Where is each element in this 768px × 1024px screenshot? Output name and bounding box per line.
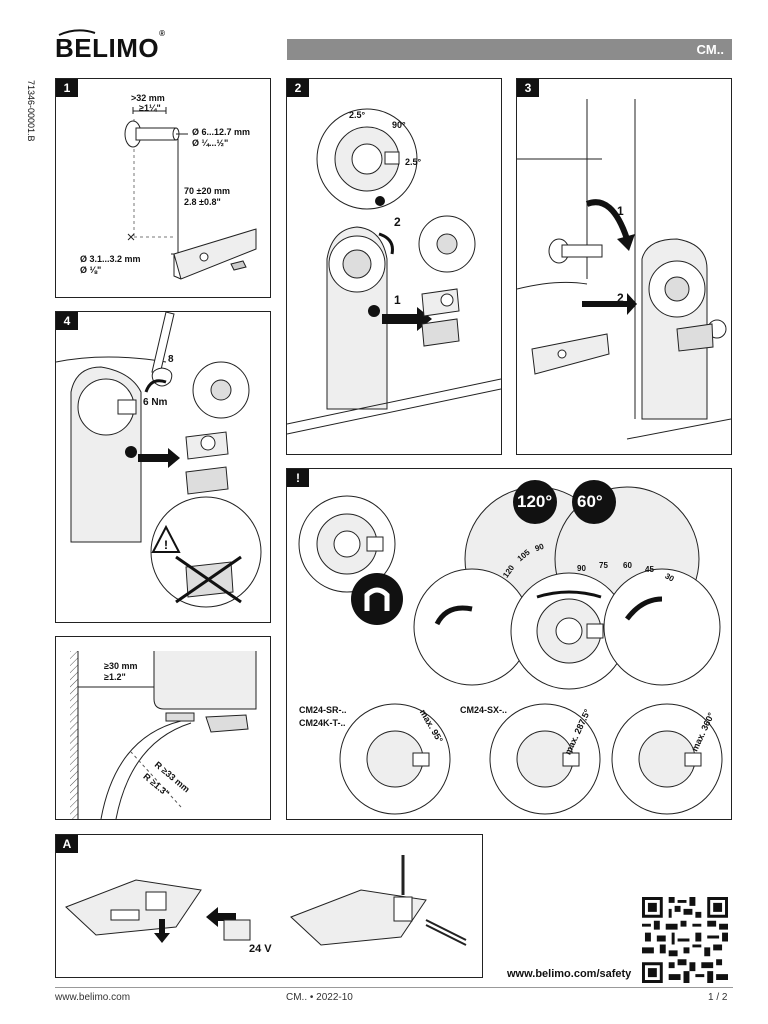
step-1-label: 1 bbox=[617, 204, 624, 218]
dim-length-inch: ≥1¼" bbox=[139, 103, 161, 113]
scale-b-75: 75 bbox=[599, 561, 608, 570]
torque-label: 6 Nm bbox=[143, 397, 168, 408]
mount-on-shaft-illustration bbox=[517, 99, 731, 440]
panel-2-tag: 2 bbox=[287, 79, 309, 97]
shaft-mounting-illustration bbox=[124, 107, 257, 280]
panel-warning-tag: ! bbox=[287, 469, 309, 487]
dim-length: >32 mm bbox=[131, 93, 165, 103]
panel-angle-limit: ! 120° 60° 120 105 90 90 75 60 45 bbox=[286, 468, 732, 820]
footer-doc-ref: CM.. • 2022-10 bbox=[286, 992, 353, 1003]
step-2-label: 2 bbox=[394, 215, 401, 229]
clearance-illustration bbox=[70, 651, 257, 819]
dist-label: ≥30 mm bbox=[104, 661, 138, 671]
scale-b-90: 90 bbox=[577, 564, 586, 573]
dist-label-inch: ≥1.2" bbox=[104, 672, 126, 682]
clamp-adjust-illustration bbox=[287, 108, 501, 435]
panel-3-tag: 3 bbox=[517, 79, 539, 97]
step-1-label: 1 bbox=[394, 293, 401, 307]
panel-1: 1 >32 mm ≥1¼" Ø 6...12.7 mm Ø ¼...½" 70 … bbox=[55, 78, 271, 298]
panel-4: 4 ! 6 Nm 8 bbox=[55, 311, 271, 623]
footer-page-number: 1 / 2 bbox=[708, 992, 728, 1003]
product-bar: CM.. bbox=[287, 39, 732, 60]
angle-limit-illustration bbox=[298, 480, 723, 815]
svg-text:!: ! bbox=[164, 538, 168, 552]
footer-divider bbox=[55, 987, 733, 988]
voltage-label: 24 V bbox=[249, 943, 272, 955]
wiring-illustration bbox=[65, 855, 467, 946]
panel-a: A 24 V bbox=[55, 834, 483, 978]
angle-label-2: 90° bbox=[392, 120, 406, 130]
product-title: CM.. bbox=[696, 42, 724, 57]
angle-label-3: 2.5° bbox=[405, 157, 422, 167]
scale-b-60: 60 bbox=[623, 561, 632, 570]
model-label-kt: CM24K-T-.. bbox=[299, 718, 346, 728]
dim-diameter-inch: Ø ¼...½" bbox=[192, 138, 229, 148]
step-2-label: 2 bbox=[617, 291, 624, 305]
doc-id: 71346-00001.B bbox=[26, 80, 36, 142]
panel-1-tag: 1 bbox=[56, 79, 78, 97]
footer-website-link[interactable]: www.belimo.com bbox=[55, 992, 131, 1003]
dim-height-inch: 2.8 ±0.8" bbox=[184, 197, 221, 207]
dim-diameter: Ø 6...12.7 mm bbox=[192, 127, 251, 137]
dim-hole-inch: Ø ⅛" bbox=[80, 265, 102, 275]
scale-b-45: 45 bbox=[645, 565, 654, 574]
panel-2: 2 2.5° 90° 2.5° 2 1 bbox=[286, 78, 502, 455]
belimo-logo: BELIMO® bbox=[55, 29, 166, 63]
panel-a-tag: A bbox=[56, 835, 78, 853]
dim-height: 70 ±20 mm bbox=[184, 186, 230, 196]
angle-label-1: 2.5° bbox=[349, 110, 366, 120]
tighten-clamp-illustration: ! bbox=[56, 312, 262, 608]
model-label-sr: CM24-SR-.. bbox=[299, 705, 347, 715]
angle-120-badge: 120° bbox=[517, 492, 553, 511]
angle-60-badge: 60° bbox=[577, 492, 603, 511]
wrench-size-label: 8 bbox=[168, 354, 174, 365]
model-label-sx: CM24-SX-.. bbox=[460, 705, 508, 715]
qr-code[interactable] bbox=[640, 897, 730, 983]
panel-4-tag: 4 bbox=[56, 312, 78, 330]
logo-swoosh-icon bbox=[57, 29, 97, 37]
dim-hole: Ø 3.1...3.2 mm bbox=[80, 254, 141, 264]
panel-3: 3 1 2 bbox=[516, 78, 732, 455]
safety-link[interactable]: www.belimo.com/safety bbox=[507, 968, 632, 980]
panel-clearance: ≥30 mm ≥1.2" R ≥33 mm R ≥1.3" bbox=[55, 636, 271, 820]
